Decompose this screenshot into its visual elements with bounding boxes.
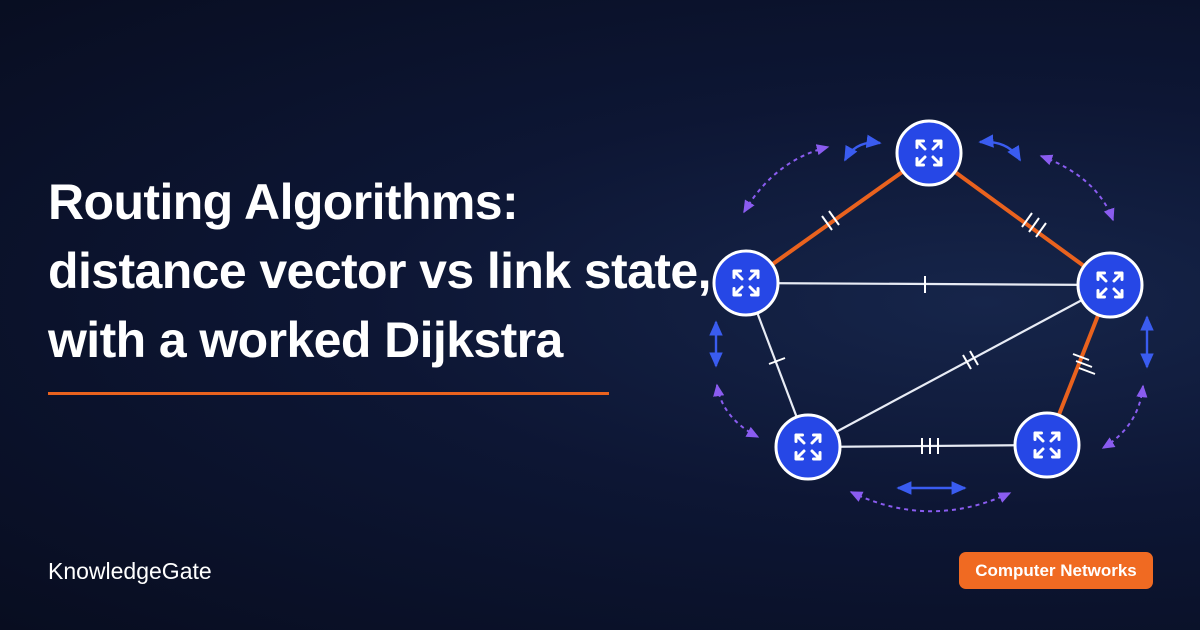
- headline: Routing Algorithms: distance vector vs l…: [48, 168, 711, 375]
- ticks-left-top: [821, 210, 840, 231]
- exchange-arrow-top-right: [978, 134, 1022, 162]
- propagation-arrow-left: [713, 383, 760, 438]
- propagation-arrow-right: [1101, 384, 1148, 449]
- ticks-top-right: [1021, 212, 1047, 238]
- link-bottomleft-bottomright: [807, 443, 1048, 449]
- propagation-arrow-top-left: [743, 144, 830, 214]
- router-node-right: [1076, 251, 1144, 319]
- purple-propagation-arrows: [713, 144, 1148, 513]
- blue-exchange-arrows: [709, 134, 1154, 495]
- accent-divider: [48, 392, 609, 395]
- headline-line-3: with a worked Dijkstra: [48, 312, 563, 368]
- exchange-arrow-top-left: [843, 134, 882, 162]
- link-bottomleft-right: [807, 284, 1111, 448]
- ticks-bottomleft-bottomright: [921, 438, 939, 454]
- link-left-top: [744, 151, 931, 285]
- propagation-arrow-bottom: [849, 491, 1012, 513]
- link-top-right: [927, 151, 1112, 287]
- ticks-left-bottomleft: [768, 357, 786, 365]
- propagation-arrow-top-right: [1039, 154, 1115, 222]
- category-tag: Computer Networks: [959, 552, 1153, 589]
- router-node-top: [895, 119, 963, 187]
- router-node-bottom-left: [774, 413, 842, 481]
- router-node-left: [712, 249, 780, 317]
- links-highlighted: [744, 151, 1112, 446]
- link-left-right: [745, 281, 1111, 287]
- link-tick-marks: [768, 210, 1096, 454]
- headline-line-1: Routing Algorithms:: [48, 174, 519, 230]
- ticks-bottomleft-right: [962, 350, 979, 370]
- router-node-bottom-right: [1013, 411, 1081, 479]
- ticks-right-bottomright: [1072, 353, 1096, 375]
- brand-name: KnowledgeGate: [48, 558, 212, 584]
- headline-line-2: distance vector vs link state,: [48, 243, 711, 299]
